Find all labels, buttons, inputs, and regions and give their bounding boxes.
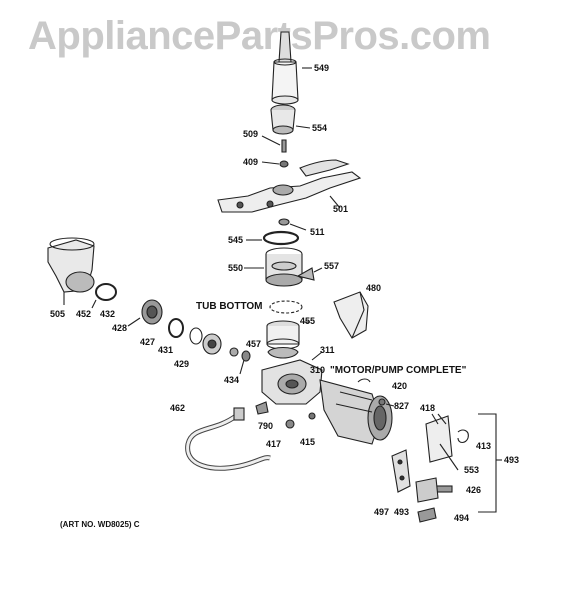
part-label-428[interactable]: 428 <box>112 323 128 333</box>
part-label-310[interactable]: 310 <box>310 365 326 375</box>
part-427-drawing <box>168 318 184 338</box>
part-509-drawing <box>281 139 287 153</box>
part-label-432[interactable]: 432 <box>100 309 116 319</box>
part-label-827[interactable]: 827 <box>394 401 410 411</box>
part-label-426[interactable]: 426 <box>466 485 482 495</box>
part-label-462[interactable]: 462 <box>170 403 186 413</box>
part-label-431[interactable]: 431 <box>158 345 174 355</box>
tub-bottom-callout: TUB BOTTOM <box>196 301 263 312</box>
part-494-drawing <box>417 507 437 523</box>
part-545-drawing <box>262 230 300 246</box>
part-label-409[interactable]: 409 <box>243 157 259 167</box>
part-label-494[interactable]: 494 <box>454 513 470 523</box>
part-label-790[interactable]: 790 <box>258 421 274 431</box>
part-label-557[interactable]: 557 <box>324 261 340 271</box>
part-420-drawing <box>357 378 371 383</box>
part-415-drawing <box>308 412 316 420</box>
part-428-drawing <box>127 299 163 327</box>
part-550-drawing <box>244 247 303 287</box>
part-label-549[interactable]: 549 <box>314 63 330 73</box>
part-452-drawing <box>95 283 117 301</box>
art-number-note: (ART NO. WD8025) C <box>60 520 140 529</box>
part-label-511[interactable]: 511 <box>310 227 325 237</box>
part-label-493-bracket[interactable]: 493 <box>504 455 520 465</box>
part-493-drawing <box>415 477 439 503</box>
part-label-415[interactable]: 415 <box>300 437 316 447</box>
part-457-drawing <box>267 346 299 359</box>
part-label-311[interactable]: 311 <box>320 345 335 355</box>
part-label-501[interactable]: 501 <box>333 204 349 214</box>
part-label-452[interactable]: 452 <box>76 309 92 319</box>
tub-bottom-ring <box>269 300 303 314</box>
part-549-drawing <box>271 31 312 105</box>
part-505-drawing <box>47 237 95 305</box>
part-501-drawing <box>217 159 362 213</box>
part-311-pump-drawing <box>261 351 323 405</box>
watermark-logo: AppliancePartsPros.com <box>28 14 491 58</box>
part-label-457[interactable]: 457 <box>246 339 262 349</box>
part-label-550[interactable]: 550 <box>228 263 244 273</box>
part-label-554[interactable]: 554 <box>312 123 328 133</box>
part-label-429[interactable]: 429 <box>174 359 190 369</box>
part-label-418[interactable]: 418 <box>420 403 436 413</box>
bracket-493 <box>478 413 497 513</box>
part-557-drawing <box>296 267 315 281</box>
part-790-drawing <box>255 401 269 415</box>
part-label-455[interactable]: 455 <box>300 316 316 326</box>
part-label-480[interactable]: 480 <box>366 283 382 293</box>
motor-drawing <box>319 379 393 445</box>
part-label-420[interactable]: 420 <box>392 381 408 391</box>
part-431-drawing <box>189 327 203 345</box>
part-label-434[interactable]: 434 <box>224 375 240 385</box>
part-417-drawing <box>285 419 295 429</box>
part-label-545[interactable]: 545 <box>228 235 244 245</box>
part-497-drawing <box>391 449 411 493</box>
part-label-417[interactable]: 417 <box>266 439 282 449</box>
part-554-drawing <box>270 104 311 135</box>
part-462-drawing <box>185 407 271 471</box>
part-455-drawing <box>266 320 310 350</box>
part-label-493[interactable]: 493 <box>394 507 410 517</box>
part-label-553[interactable]: 553 <box>464 465 480 475</box>
part-413-drawing <box>457 429 469 444</box>
part-label-509[interactable]: 509 <box>243 129 259 139</box>
part-434-drawing <box>229 347 251 375</box>
part-label-505[interactable]: 505 <box>50 309 66 319</box>
part-480-drawing <box>333 291 369 339</box>
part-827-drawing <box>378 398 386 406</box>
part-label-413[interactable]: 413 <box>476 441 492 451</box>
part-label-497[interactable]: 497 <box>374 507 390 517</box>
part-426-drawing <box>435 485 453 493</box>
part-409-drawing <box>279 160 289 168</box>
part-418-drawing <box>425 413 453 463</box>
part-553-drawing <box>439 443 459 471</box>
part-label-427[interactable]: 427 <box>140 337 156 347</box>
part-429-drawing <box>202 333 222 355</box>
motor-pump-complete-callout: "MOTOR/PUMP COMPLETE" <box>330 365 467 376</box>
part-511-drawing <box>278 218 290 226</box>
